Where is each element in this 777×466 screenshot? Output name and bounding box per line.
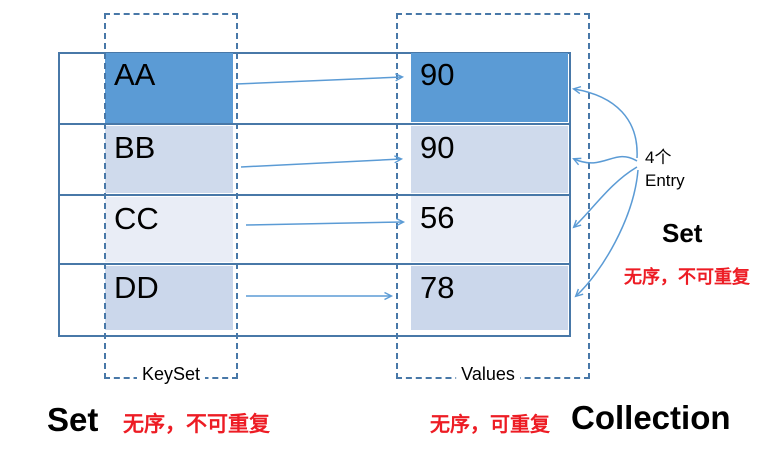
collection-label: Collection: [571, 399, 731, 436]
value-text: 90: [420, 57, 455, 92]
values-collection-caption: 无序，可重复: [430, 414, 550, 436]
value-cell-4: 78: [411, 266, 568, 330]
keyset-set-label: Set: [47, 401, 99, 438]
key-text: BB: [114, 130, 156, 165]
entry-count-line2: Entry: [645, 171, 685, 190]
key-text: CC: [114, 201, 159, 236]
entry-set-caption: 无序，不可重复: [624, 267, 750, 287]
keyset-dashed-box: [104, 13, 238, 379]
key-cell-cc: CC: [105, 197, 233, 262]
value-cell-2: 90: [411, 126, 568, 193]
entry-set-label: Set: [662, 218, 703, 248]
value-text: 90: [420, 130, 455, 165]
values-dashed-box: [396, 13, 590, 379]
keyset-set-caption: 无序，不可重复: [123, 413, 270, 436]
key-cell-bb: BB: [105, 126, 233, 193]
value-text: 78: [420, 270, 455, 305]
key-cell-aa: AA: [105, 53, 233, 123]
entry-count-note: 4个 Entry: [645, 146, 685, 192]
value-text: 56: [420, 200, 455, 235]
value-cell-1: 90: [411, 53, 568, 122]
row-divider-3: [58, 263, 569, 265]
key-text: AA: [114, 57, 156, 92]
entry-count-line1: 4个: [645, 148, 672, 167]
keyset-label: KeySet: [136, 364, 206, 385]
key-cell-dd: DD: [105, 266, 233, 330]
value-cell-3: 56: [411, 196, 568, 262]
row-divider-2: [58, 194, 569, 196]
values-label: Values: [456, 364, 520, 385]
row-divider-1: [58, 123, 569, 125]
key-text: DD: [114, 270, 159, 305]
